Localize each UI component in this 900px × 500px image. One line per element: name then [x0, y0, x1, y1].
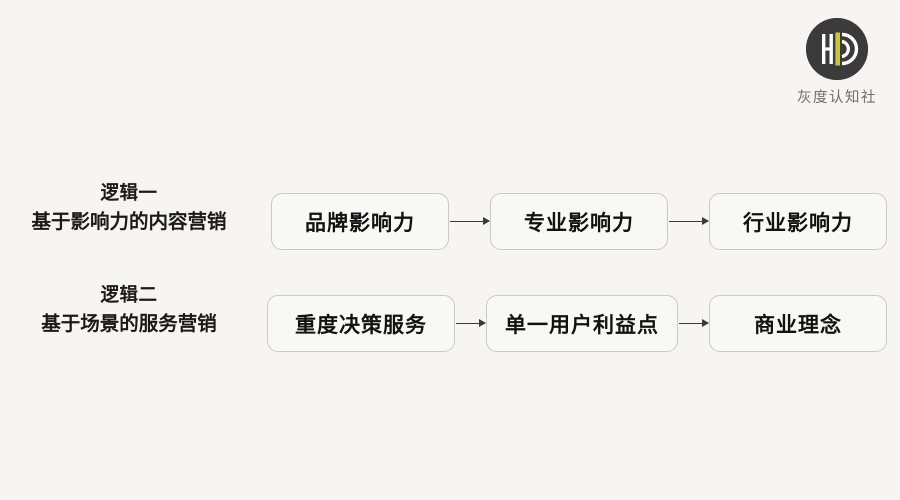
arrow-right-icon: [456, 318, 486, 327]
arrow-shaft: [450, 220, 489, 222]
arrow-right-icon: [450, 216, 490, 225]
hd-monogram-circle-icon: [806, 18, 868, 80]
node-business-philosophy[interactable]: 商业理念: [709, 295, 887, 352]
arrow-right-icon: [679, 318, 709, 327]
node-brand-influence[interactable]: 品牌影响力: [271, 193, 449, 250]
arrow-shaft: [456, 322, 485, 324]
node-single-user-benefit[interactable]: 单一用户利益点: [486, 295, 678, 352]
arrow-head: [702, 216, 709, 225]
arrow-right-icon: [669, 216, 709, 225]
logic-row-2: 逻辑二 基于场景的服务营销 重度决策服务 单一用户利益点 商业理念: [0, 285, 900, 353]
node-professional-influence[interactable]: 专业影响力: [490, 193, 668, 250]
node-industry-influence[interactable]: 行业影响力: [709, 193, 887, 250]
arrow-head: [702, 318, 709, 327]
node-heavy-decision-service[interactable]: 重度决策服务: [267, 295, 455, 352]
logic-row-2-subtitle: 基于场景的服务营销: [41, 311, 217, 335]
arrow-shaft: [679, 322, 708, 324]
arrow-head: [483, 216, 490, 225]
brand-caption: 灰度认知社: [797, 90, 877, 106]
logic-row-1-label: 逻辑一 基于影响力的内容营销: [0, 181, 258, 236]
logic-row-1-subtitle: 基于影响力的内容营销: [31, 209, 227, 233]
logic-row-1: 逻辑一 基于影响力的内容营销 品牌影响力 专业影响力 行业影响力: [0, 183, 900, 251]
logic-row-1-title: 逻辑一: [100, 183, 158, 204]
arrow-shaft: [669, 220, 708, 222]
brand-logo-block: 灰度认知社: [778, 18, 896, 113]
logic-row-2-label: 逻辑二 基于场景的服务营销: [0, 283, 258, 338]
arrow-head: [479, 318, 486, 327]
logic-row-2-title: 逻辑二: [100, 285, 158, 306]
